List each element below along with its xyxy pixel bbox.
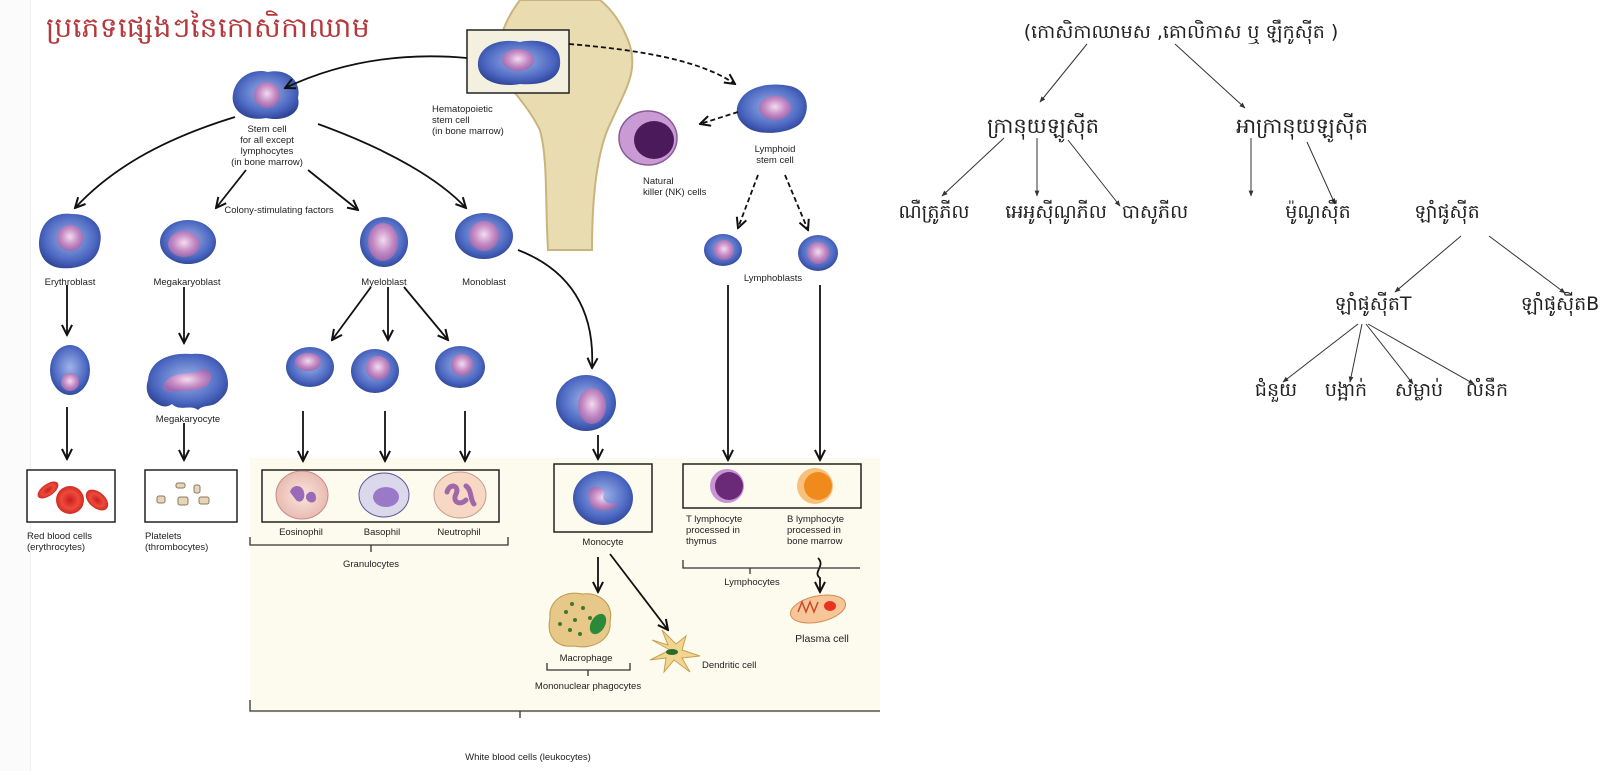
tree-node-t-memory: លំនឹក (1465, 379, 1509, 401)
b-lymphocyte-label: B lymphocyte processed in bone marrow (787, 514, 844, 547)
monocyte-label: Monocyte (582, 537, 624, 548)
basophil-cell (358, 472, 410, 518)
wbc-label: White blood cells (leukocytes) (465, 752, 591, 763)
lymphoblast-cell-right (798, 235, 838, 271)
colony-factors-label: Colony-stimulating factors (224, 205, 334, 216)
tree-node-monocyte: ម៉ូណូស៊ីត (1285, 201, 1351, 223)
platelets-label-line: (thrombocytes) (145, 542, 209, 553)
lymphoid-stem-label-line: Lymphoid (754, 144, 796, 155)
macrophage-label: Macrophage (559, 653, 613, 664)
platelets-label-line: Platelets (145, 531, 182, 542)
dendritic-cell (649, 629, 701, 674)
classification-tree-arrows (941, 43, 1566, 385)
tree-node-b-cell: ឡាំផូស៊ីតB (1520, 293, 1600, 315)
monocyte-cell (573, 471, 633, 525)
nk-label-line: killer (NK) cells (643, 187, 707, 198)
myeloid-stem-label: Stem cell for all except lymphocytes (in… (231, 124, 303, 168)
t-lymphocyte-cell (710, 469, 744, 503)
hsc-label-line: stem cell (432, 115, 470, 126)
megakaryoblast-label: Megakaryoblast (153, 277, 221, 288)
hsc-cell (477, 40, 561, 86)
tree-root-wbc: (កោសិកាឈាមស ,គោលិកាស ឬ ឡឹកូស៊ីត ) (1023, 21, 1339, 43)
myeloid-stem-label-line: Stem cell (247, 124, 287, 135)
lymphocytes-box (682, 463, 862, 509)
nk-label-line: Natural (643, 176, 674, 187)
hsc-label-line: (in bone marrow) (432, 126, 504, 137)
hsc-label: Hematopoietic stem cell (in bone marrow) (432, 104, 504, 137)
myeloid-stem-cell (232, 70, 299, 120)
t-lymphocyte-label: T lymphocyte processed in thymus (686, 514, 742, 547)
lymphoid-stem-label: Lymphoid stem cell (755, 144, 796, 166)
rbc-label-line: Red blood cells (27, 531, 92, 542)
nk-cell (618, 110, 678, 166)
b-lymphocyte-cell (797, 468, 833, 504)
eosinophil-label: Eosinophil (279, 527, 323, 538)
basophil-label: Basophil (363, 527, 401, 538)
platelets-label: Platelets (thrombocytes) (145, 531, 208, 553)
t-lymphocyte-label-line: processed in (686, 525, 740, 536)
b-lymphocyte-label-line: B lymphocyte (787, 514, 845, 525)
eosinophil-precursor (286, 347, 334, 387)
b-lymphocyte-label-line: processed in (787, 525, 841, 536)
neutrophil-precursor (435, 346, 485, 388)
granulocytes-label: Granulocytes (343, 559, 399, 570)
erythroblast-label: Erythroblast (44, 277, 96, 288)
lymphoid-stem-cell (736, 84, 807, 133)
lymphoblast-cell-left (704, 234, 742, 266)
megakaryoblast-cell (160, 220, 216, 264)
lymphoblasts-label: Lymphoblasts (743, 273, 803, 284)
lineage-arrows (67, 55, 821, 630)
myeloid-stem-label-line: for all except (240, 135, 294, 146)
tree-node-agranulocyte: អាក្រានុយឡូស៊ីត (1236, 114, 1368, 138)
megakaryocyte-cell (146, 353, 228, 410)
platelets-box (144, 469, 238, 523)
myeloblast-label: Myeloblast (361, 277, 407, 288)
reticulocyte-cell (50, 345, 90, 395)
plasma-cell-label: Plasma cell (795, 633, 849, 645)
tree-node-t-regulatory: បង្អាក់ (1324, 379, 1368, 401)
myeloblast-cell (360, 217, 408, 267)
lymphocytes-label: Lymphocytes (724, 577, 780, 588)
macrophage-cell (548, 592, 612, 648)
left-margin-strip (0, 0, 31, 771)
t-lymphocyte-label-line: thymus (686, 536, 717, 547)
rbc-label: Red blood cells (erythrocytes) (27, 531, 92, 553)
tree-node-t-helper: ជំនួយ (1254, 379, 1298, 401)
lymphoid-dashed-arrows (568, 43, 808, 230)
red-blood-cells (37, 481, 109, 514)
promonocyte-cell (556, 375, 616, 431)
tree-node-t-killer: សម្លាប់ (1394, 379, 1444, 401)
tree-node-basophil: បាសូភីល (1121, 201, 1189, 223)
nk-cells-label: Natural killer (NK) cells (643, 176, 706, 198)
erythroblast-cell (38, 213, 101, 269)
myeloid-stem-label-line: (in bone marrow) (231, 157, 303, 168)
tree-node-lymphocyte: ឡាំផូស៊ីត (1414, 201, 1480, 223)
monoblast-cell (455, 213, 513, 259)
hsc-label-line: Hematopoietic (432, 104, 493, 115)
mononuclear-phagocytes-label: Mononuclear phagocytes (534, 681, 642, 692)
dendritic-cell-label: Dendritic cell (702, 660, 757, 671)
tree-node-granulocyte: ក្រានុយឡូស៊ីត (987, 114, 1099, 138)
megakaryocyte-label: Megakaryocyte (155, 414, 221, 425)
monoblast-label: Monoblast (462, 277, 506, 288)
plasma-cell (789, 594, 847, 624)
basophil-precursor (351, 349, 399, 393)
tree-node-t-cell: ឡាំផូស៊ីតT (1334, 293, 1412, 315)
tree-node-neutrophil: ណឺត្រូភីល (898, 201, 970, 223)
neutrophil-label: Neutrophil (437, 527, 481, 538)
lymphoid-stem-label-line: stem cell (756, 155, 794, 166)
page-title: ប្រភេទផ្សេងៗនៃកោសិកាឈាម (46, 11, 371, 44)
rbc-label-line: (erythrocytes) (27, 542, 86, 553)
platelets (156, 482, 210, 506)
group-brackets (249, 537, 880, 718)
tree-node-eosinophil: អេអូស៊ីណូភីល (1005, 201, 1107, 223)
neutrophil-cell (433, 471, 487, 519)
b-lymphocyte-label-line: bone marrow (787, 536, 843, 547)
t-lymphocyte-label-line: T lymphocyte (686, 514, 743, 525)
myeloid-stem-label-line: lymphocytes (240, 146, 294, 157)
eosinophil-cell (275, 470, 329, 520)
